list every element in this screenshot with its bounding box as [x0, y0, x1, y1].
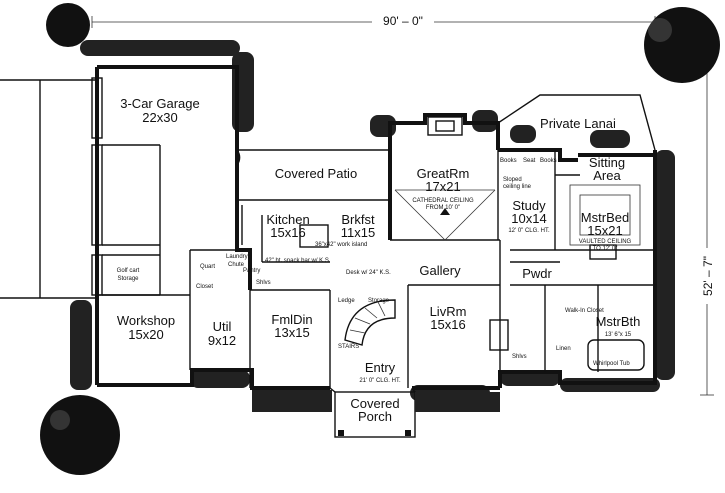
note-books-1: Books — [500, 158, 517, 164]
lanai-outline — [497, 94, 656, 151]
cathedral-ceiling-lines — [394, 189, 496, 241]
depth-dimension-label: 52' – 7" — [701, 256, 715, 296]
kitchen-island — [241, 205, 330, 263]
mstrbth-name: MstrBth — [596, 314, 641, 329]
greatrm-size: 17x21 — [425, 179, 460, 194]
note-cathedral-1: CATHEDRAL CEILING — [412, 198, 474, 204]
tree-icon — [46, 3, 90, 47]
sitting-line1: Sitting — [589, 155, 625, 170]
whirlpool-tub — [587, 339, 645, 371]
golf-storage-line1: Golf cart — [117, 268, 140, 274]
note-desk: Desk w/ 24" K.S. — [346, 270, 391, 276]
lanai-name: Private Lanai — [540, 116, 616, 131]
note-study-clg: 12' 0" CLG. HT. — [508, 228, 550, 234]
greatrm-name: GreatRm — [417, 166, 470, 181]
driveway — [0, 79, 95, 299]
note-island: 36"x42" work island — [315, 242, 367, 248]
entry-name: Entry — [365, 360, 396, 375]
note-closet: Closet — [196, 284, 213, 290]
sitting-line2: Area — [593, 168, 621, 183]
livrm-size: 15x16 — [430, 317, 465, 332]
workshop-size: 15x20 — [128, 327, 163, 342]
note-stairs: STAIRS — [338, 344, 359, 350]
note-quart: Quart — [200, 264, 215, 270]
porch-line1: Covered — [350, 396, 399, 411]
note-ledge: Ledge — [338, 298, 355, 304]
workshop-name: Workshop — [117, 313, 175, 328]
entry-note: 21' 0" CLG. HT. — [359, 378, 401, 384]
tree-icon — [40, 395, 120, 475]
kitchen-size: 15x16 — [270, 225, 305, 240]
note-sloped-2: ceiling line — [503, 184, 532, 190]
study-name: Study — [512, 198, 546, 213]
note-bar: 42" ht. snack bar w/ K.S. — [265, 258, 331, 264]
livrm-name: LivRm — [430, 304, 467, 319]
gallery-name: Gallery — [419, 263, 461, 278]
note-vaulted-2: TO 12' 0" — [593, 246, 618, 252]
vaulted-ceiling-outline — [569, 184, 641, 246]
util-name: Util — [213, 319, 232, 334]
note-linen: Linen — [556, 346, 571, 352]
util-size: 9x12 — [208, 333, 236, 348]
mstrbed-size: 15x21 — [587, 223, 622, 238]
tree-icon — [644, 7, 720, 83]
mstrbth-size: 13' 6"x 15 — [605, 332, 632, 338]
note-storage: Storage — [368, 298, 390, 304]
brkfst-name: Brkfst — [341, 212, 375, 227]
note-vaulted-1: VAULTED CEILING — [579, 239, 632, 245]
brkfst-size: 11x15 — [341, 225, 375, 240]
garage-size: 22x30 — [142, 110, 177, 125]
note-pantry: Pantry — [243, 268, 260, 274]
note-cathedral-2: FROM 10' 0" — [426, 205, 460, 211]
front-walkway — [252, 390, 500, 412]
patio-name: Covered Patio — [275, 166, 357, 181]
porch-line2: Porch — [358, 409, 392, 424]
door-swing — [236, 149, 241, 166]
garage-name: 3-Car Garage — [120, 96, 199, 111]
note-chute: Chute — [228, 262, 245, 268]
porch-outline — [329, 387, 416, 438]
pwdr-name: Pwdr — [522, 266, 552, 281]
note-sloped-1: Sloped — [503, 177, 522, 183]
note-seat: Seat — [523, 158, 536, 164]
note-laundry: Laundry — [226, 254, 248, 260]
note-books-2: Books — [540, 158, 557, 164]
entry-stairs — [344, 299, 396, 346]
interior-walls — [97, 149, 655, 388]
note-shlvs-kitchen: Shlvs — [256, 280, 271, 286]
exterior-walls — [95, 65, 657, 390]
fmldin-size: 13x15 — [274, 325, 309, 340]
depth-dimension: 52' – 7" — [699, 59, 717, 396]
note-shlvs-bath: Shlvs — [512, 354, 527, 360]
kitchen-name: Kitchen — [266, 212, 309, 227]
study-size: 10x14 — [511, 211, 546, 226]
golf-storage-line2: Storage — [117, 276, 139, 282]
width-dimension: 90' – 0" — [91, 14, 656, 28]
width-dimension-label: 90' – 0" — [383, 14, 423, 28]
note-walkin: Walk-In Closet — [565, 308, 604, 314]
fireplace-icon — [427, 116, 463, 136]
fireplace-icon — [489, 319, 509, 351]
note-whirlpool: Whirlpool Tub — [593, 361, 630, 367]
mstrbed-name: MstrBed — [581, 210, 629, 225]
fmldin-name: FmlDin — [271, 312, 312, 327]
